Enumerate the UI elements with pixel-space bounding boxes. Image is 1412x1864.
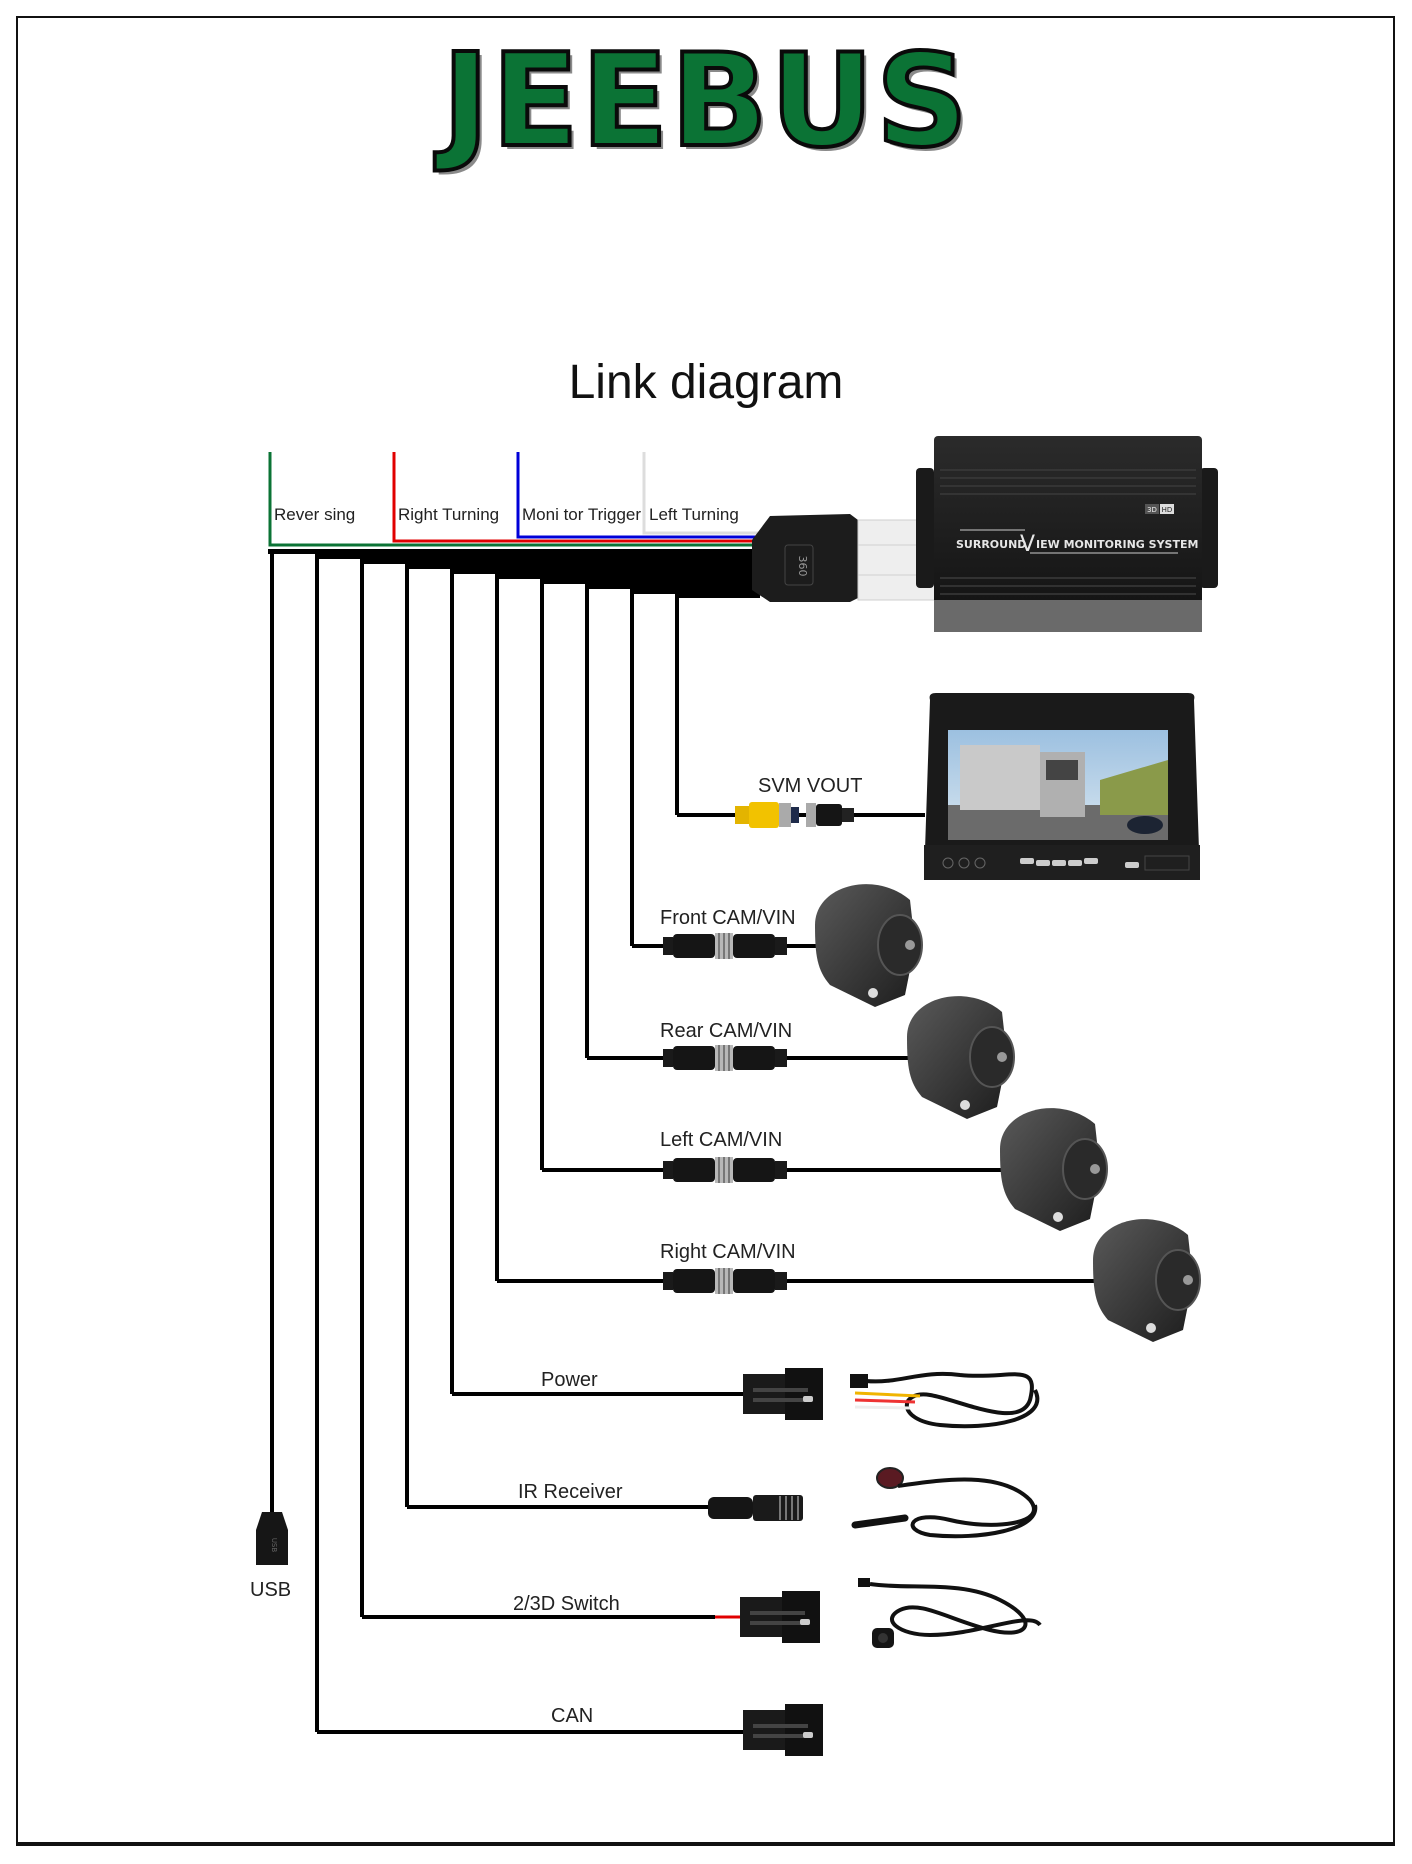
usb-connector: USB USB: [250, 1512, 291, 1601]
svm-control-box: 3D HD SURROUND V IEW MONITORING SYSTEM: [916, 436, 1218, 632]
connection-label-right-cam: Right CAM/VIN: [660, 1241, 796, 1263]
connection-rear-cam: Rear CAM/VIN: [587, 995, 1015, 1120]
trigger-wire-reversing: Rever sing: [268, 452, 760, 547]
connection-label-ir-receiver: IR Receiver: [518, 1481, 623, 1503]
connection-can: CAN: [317, 1704, 823, 1756]
trigger-wire-left-turning: Left Turning: [642, 452, 760, 535]
usb-label: USB: [250, 1579, 291, 1601]
dvr-label-prefix: SURROUND: [956, 538, 1026, 551]
av-connector: [663, 1045, 787, 1071]
trigger-label-monitor-trigger: Moni tor Trigger: [522, 505, 641, 524]
av-connector: [663, 933, 787, 959]
ir-receiver-sensor: [851, 1467, 1038, 1539]
dvr-badge-3d: 3D: [1147, 506, 1157, 514]
power-plug: [743, 1368, 823, 1420]
connection-front-cam: Front CAM/VIN: [632, 883, 923, 1008]
ir-connector: [708, 1495, 803, 1521]
trigger-label-reversing: Rever sing: [274, 505, 355, 524]
svg-text:USB: USB: [270, 1538, 278, 1553]
power-cable-coil: [850, 1371, 1040, 1429]
connection-label-svm-vout: SVM VOUT: [758, 775, 862, 797]
switch-plug: [740, 1591, 820, 1643]
trigger-label-left-turning: Left Turning: [649, 505, 739, 524]
av-connector: [663, 1268, 787, 1294]
connection-label-can: CAN: [551, 1705, 593, 1727]
connection-left-cam: Left CAM/VIN: [542, 1107, 1108, 1232]
right-camera: [1092, 1218, 1201, 1343]
connection-label-power: Power: [541, 1369, 598, 1391]
connector-marking: 360: [796, 556, 809, 577]
connection-label-left-cam: Left CAM/VIN: [660, 1129, 782, 1151]
connection-power: Power: [452, 1368, 1040, 1429]
wire-harness: [268, 549, 760, 1732]
diagram-title: Link diagram: [568, 356, 844, 409]
page-frame: [16, 16, 1395, 1846]
monitor: [924, 693, 1200, 880]
dvr-label-suffix: IEW MONITORING SYSTEM: [1036, 538, 1198, 551]
trigger-label-right-turning: Right Turning: [398, 505, 499, 524]
switch-button-cable: [858, 1578, 1042, 1648]
connection-right-cam: Right CAM/VIN: [497, 1218, 1201, 1343]
dvr-label-v: V: [1020, 532, 1035, 557]
brand-logo: JEEBUS: [440, 27, 971, 176]
connection-svm-vout: SVM VOUT: [677, 693, 1200, 880]
front-camera: [814, 883, 923, 1008]
connection-ir-receiver: IR Receiver: [407, 1467, 1038, 1539]
connection-label-2d3d-switch: 2/3D Switch: [513, 1593, 620, 1615]
trigger-wire-monitor-trigger: Moni tor Trigger: [516, 452, 760, 539]
rear-camera: [906, 995, 1015, 1120]
trigger-wire-right-turning: Right Turning: [392, 452, 760, 543]
rca-connector: [735, 802, 854, 828]
connection-label-front-cam: Front CAM/VIN: [660, 907, 796, 929]
left-camera: [999, 1107, 1108, 1232]
connection-label-rear-cam: Rear CAM/VIN: [660, 1020, 792, 1042]
connection-2d3d-switch: 2/3D Switch: [362, 1578, 1042, 1648]
av-connector: [663, 1157, 787, 1183]
can-plug: [743, 1704, 823, 1756]
dvr-badge-hd: HD: [1162, 506, 1173, 514]
